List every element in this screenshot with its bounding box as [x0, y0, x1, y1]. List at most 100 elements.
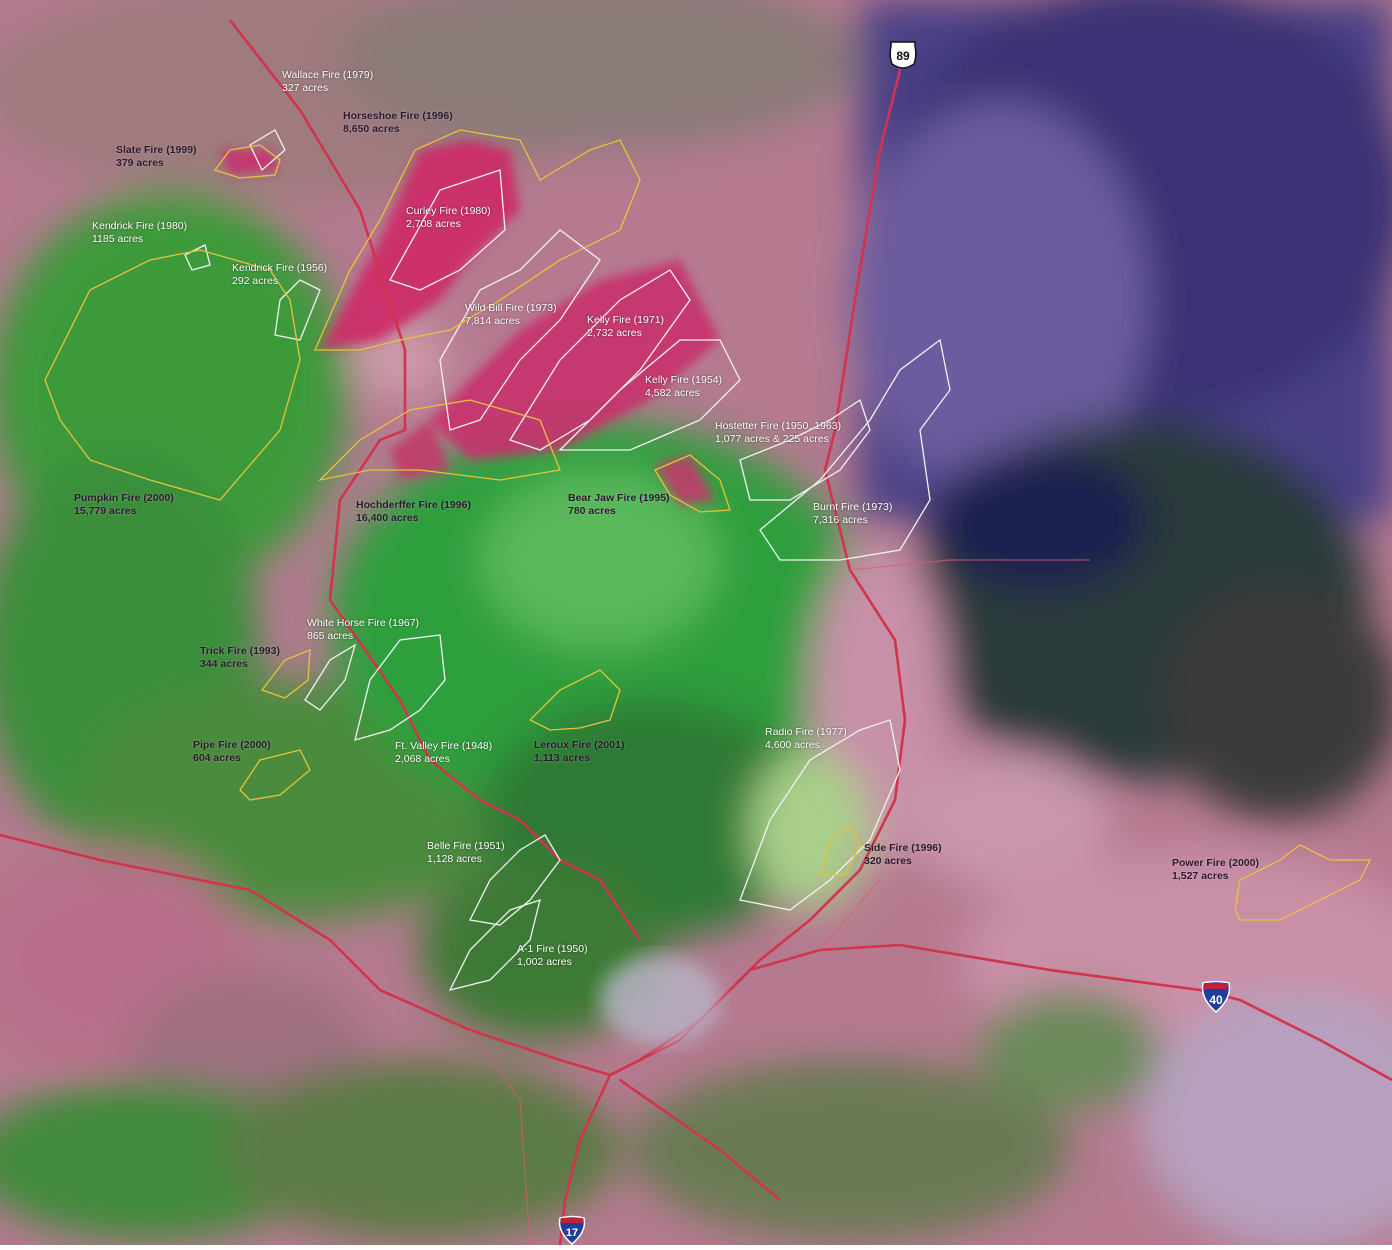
fire-name: Side Fire (1996)	[864, 842, 942, 854]
fire-name: Ft. Valley Fire (1948)	[395, 740, 493, 752]
fire-label-pumpkin: Pumpkin Fire (2000) 15,779 acres	[74, 492, 174, 518]
fire-name: A-1 Fire (1950)	[517, 943, 588, 955]
perimeter-kendrick-1980	[184, 244, 211, 271]
perimeter-radio	[739, 719, 901, 911]
perimeter-a1	[448, 899, 541, 991]
fire-acres: 344 acres	[200, 658, 248, 670]
fire-name: Wallace Fire (1979)	[282, 69, 374, 81]
fire-label-white-horse: White Horse Fire (1967) 865 acres	[307, 617, 419, 643]
perimeter-wild-bill	[439, 229, 601, 431]
perimeter-side	[819, 824, 861, 876]
fire-name: Power Fire (2000)	[1172, 857, 1259, 869]
fire-acres: 604 acres	[193, 752, 241, 764]
fire-label-ft-valley: Ft. Valley Fire (1948) 2,068 acres	[395, 740, 492, 766]
fire-label-hostetter: Hostetter Fire (1950, 1963) 1,077 acres …	[715, 420, 841, 446]
historic-fire-perimeters	[184, 129, 951, 991]
fire-acres: 15,779 acres	[74, 505, 137, 517]
minor-roads	[469, 559, 1090, 1246]
fire-acres: 1,113 acres	[534, 752, 591, 764]
fire-label-a1: A-1 Fire (1950) 1,002 acres	[517, 943, 588, 969]
fire-name: Trick Fire (1993)	[200, 645, 280, 657]
fire-acres: 16,400 acres	[356, 512, 419, 524]
fire-name: Pumpkin Fire (2000)	[74, 492, 174, 504]
fire-acres: 7,814 acres	[465, 315, 520, 327]
fire-name: Bear Jaw Fire (1995)	[568, 492, 670, 504]
fire-acres: 4,600 acres	[765, 739, 820, 751]
fire-acres: 320 acres	[864, 855, 912, 867]
fire-name: Horseshoe Fire (1996)	[343, 110, 453, 122]
shield-label: 40	[1209, 993, 1223, 1007]
perimeter-hochderffer	[318, 399, 561, 482]
fire-label-belle: Belle Fire (1951) 1,128 acres	[427, 840, 505, 866]
fire-acres: 2,068 acres	[395, 753, 450, 765]
perimeter-hostetter	[739, 398, 871, 501]
i-40-shield-icon: 40	[1201, 980, 1231, 1013]
fire-name: Belle Fire (1951)	[427, 840, 505, 852]
fire-label-side: Side Fire (1996) 320 acres	[864, 842, 942, 868]
burn-scars	[220, 140, 720, 505]
fire-name: Radio Fire (1977)	[765, 726, 847, 738]
shield-label: 89	[896, 49, 910, 63]
perimeter-power	[1234, 844, 1372, 921]
us-89-shield-icon: 89	[889, 41, 917, 69]
fire-name: Kendrick Fire (1980)	[92, 220, 188, 232]
perimeter-kendrick-1956	[274, 279, 321, 341]
fire-acres: 865 acres	[307, 630, 354, 642]
fire-label-wallace: Wallace Fire (1979) 327 acres	[282, 69, 373, 95]
fire-acres: 1,002 acres	[517, 956, 572, 968]
i-17-shield-icon: 17	[558, 1215, 586, 1245]
fire-name: Hochderffer Fire (1996)	[356, 499, 471, 511]
fire-acres: 1185 acres	[92, 233, 144, 245]
fire-label-wild-bill: Wild Bill Fire (1973) 7,814 acres	[465, 302, 557, 328]
fire-name: Pipe Fire (2000)	[193, 739, 271, 751]
fire-name: Hostetter Fire (1950, 1963)	[715, 420, 842, 432]
fire-label-slate: Slate Fire (1999) 379 acres	[116, 144, 197, 170]
perimeter-kelly-1971	[509, 269, 691, 451]
fire-label-bear-jaw: Bear Jaw Fire (1995) 780 acres	[568, 492, 670, 518]
fire-acres: 7,316 acres	[813, 514, 868, 526]
shield-label: 17	[566, 1227, 578, 1239]
perimeter-slate	[213, 144, 281, 179]
fire-label-kelly-1954: Kelly Fire (1954) 4,582 acres	[645, 374, 722, 400]
recent-fire-perimeters	[44, 129, 1372, 921]
fire-label-kendrick-1980: Kendrick Fire (1980) 1185 acres	[92, 220, 187, 246]
perimeter-burnt	[759, 338, 951, 561]
fire-acres: 780 acres	[568, 505, 616, 517]
fire-acres: 4,582 acres	[645, 387, 700, 399]
fire-acres: 327 acres	[282, 82, 329, 94]
fire-label-trick: Trick Fire (1993) 344 acres	[200, 645, 280, 671]
fire-acres: 1,128 acres	[427, 853, 482, 865]
perimeter-curley	[389, 169, 506, 291]
fire-name: Burnt Fire (1973)	[813, 501, 893, 513]
perimeter-horseshoe	[314, 129, 641, 351]
fire-acres: 379 acres	[116, 157, 164, 169]
perimeter-wallace	[249, 129, 286, 172]
fire-name: Kendrick Fire (1956)	[232, 262, 328, 274]
perimeter-trick	[260, 649, 311, 699]
perimeter-pumpkin	[44, 249, 301, 501]
fire-label-curley: Curley Fire (1980) 2,708 acres	[406, 205, 491, 231]
city-flagstaff	[600, 955, 720, 1045]
fire-label-burnt: Burnt Fire (1973) 7,316 acres	[813, 501, 892, 527]
fire-name: Curley Fire (1980)	[406, 205, 491, 217]
fire-acres: 1,527 acres	[1172, 870, 1229, 882]
fire-label-kelly-1971: Kelly Fire (1971) 2,732 acres	[587, 314, 664, 340]
perimeter-pipe	[239, 749, 311, 801]
fire-label-power: Power Fire (2000) 1,527 acres	[1172, 857, 1259, 883]
fire-name: Kelly Fire (1954)	[645, 374, 723, 386]
perimeter-kelly-1954	[558, 339, 741, 451]
fire-name: Slate Fire (1999)	[116, 144, 197, 156]
fire-label-pipe: Pipe Fire (2000) 604 acres	[193, 739, 271, 765]
fire-acres: 8,650 acres	[343, 123, 400, 135]
fire-name: Wild Bill Fire (1973)	[465, 302, 557, 314]
fire-label-horseshoe: Horseshoe Fire (1996) 8,650 acres	[343, 110, 453, 136]
fire-name: Kelly Fire (1971)	[587, 314, 665, 326]
fire-label-hochderffer: Hochderffer Fire (1996) 16,400 acres	[356, 499, 471, 525]
fire-acres: 292 acres	[232, 275, 279, 287]
perimeter-ft-valley	[354, 634, 446, 741]
fire-acres: 2,708 acres	[406, 218, 461, 230]
perimeter-bear-jaw	[654, 454, 731, 513]
